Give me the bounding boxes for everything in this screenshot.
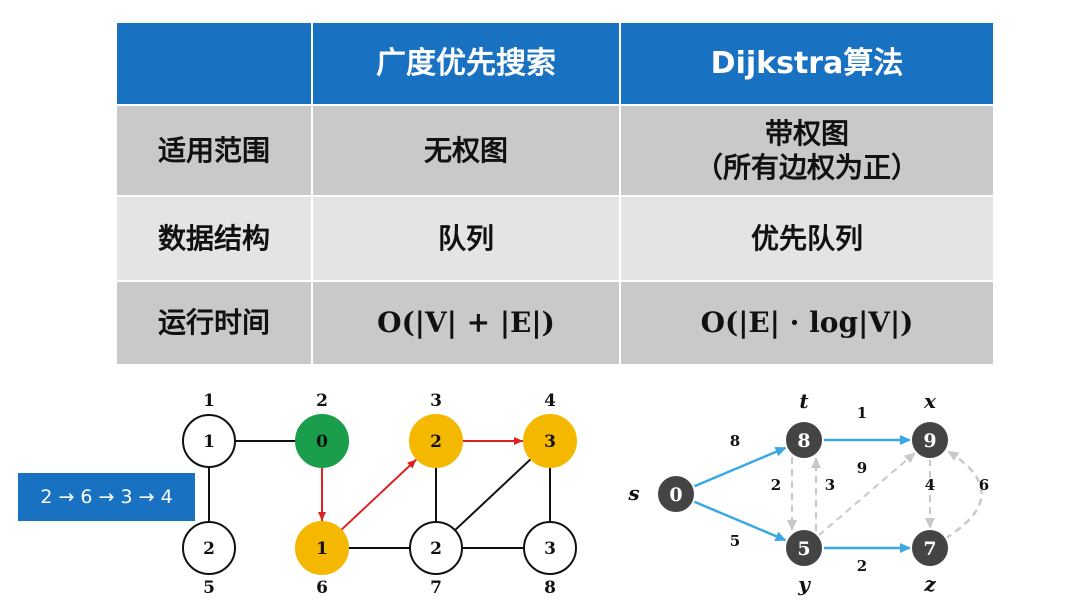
dijkstra-edge-weight-s-y: 5 bbox=[730, 532, 740, 550]
dijkstra-edge-weight-y-t: 3 bbox=[825, 476, 835, 494]
dijkstra-edge-s-t bbox=[693, 446, 787, 488]
dijkstra-node-id-x: x bbox=[923, 389, 937, 413]
header-dijkstra: Dijkstra算法 bbox=[621, 23, 993, 104]
bfs-edge-4-7 bbox=[454, 458, 532, 531]
dijkstra-edge-weight-z-x: 6 bbox=[979, 476, 989, 494]
bfs-node-value-4: 3 bbox=[544, 432, 556, 452]
bfs-node-value-3: 2 bbox=[430, 432, 442, 452]
bfs-node-3 bbox=[409, 414, 463, 468]
dijkstra-node-dist-y: 5 bbox=[797, 538, 810, 560]
dijkstra-edge-weight-y-x: 9 bbox=[857, 459, 867, 477]
bfs-node-id-3: 3 bbox=[430, 391, 442, 411]
dijkstra-node-dist-x: 9 bbox=[923, 430, 936, 452]
dijkstra-edge-s-y bbox=[693, 500, 787, 542]
bfs-node-id-1: 1 bbox=[203, 391, 215, 411]
dijkstra-scope: 带权图 （所有边权为正） bbox=[621, 106, 993, 195]
dijkstra-node-id-s: s bbox=[627, 481, 639, 505]
bfs-node-id-7: 7 bbox=[430, 578, 442, 598]
bfs-node-id-8: 8 bbox=[544, 578, 556, 598]
bfs-node-value-2: 0 bbox=[316, 432, 328, 452]
row-label-scope: 适用范围 bbox=[117, 106, 311, 195]
row-label-runtime: 运行时间 bbox=[117, 282, 311, 364]
bfs-edge-6-3 bbox=[340, 458, 417, 531]
dijkstra-structure: 优先队列 bbox=[621, 197, 993, 280]
dijkstra-edge-y-x bbox=[817, 452, 916, 537]
bfs-node-value-8: 3 bbox=[544, 539, 556, 559]
bfs-runtime: O(|V| + |E|) bbox=[313, 282, 619, 364]
dijkstra-node-t bbox=[784, 420, 824, 460]
dijkstra-node-dist-s: 0 bbox=[669, 484, 682, 506]
header-empty-cell bbox=[117, 23, 311, 104]
dijkstra-node-id-y: y bbox=[797, 572, 811, 596]
dijkstra-node-s bbox=[656, 474, 696, 514]
bfs-node-value-6: 1 bbox=[316, 539, 328, 559]
bfs-scope: 无权图 bbox=[313, 106, 619, 195]
dijkstra-node-id-t: t bbox=[799, 389, 809, 413]
dijkstra-node-dist-t: 8 bbox=[797, 430, 810, 452]
dijkstra-edge-weight-x-z: 4 bbox=[925, 476, 935, 494]
dijkstra-node-id-z: z bbox=[923, 572, 936, 596]
header-bfs: 广度优先搜索 bbox=[313, 23, 619, 104]
bfs-node-id-6: 6 bbox=[316, 578, 328, 598]
dijkstra-node-dist-z: 7 bbox=[923, 538, 936, 560]
bfs-node-6 bbox=[295, 521, 349, 575]
bfs-node-4 bbox=[523, 414, 577, 468]
dijkstra-graph: 8 5 1 2 2 3 9 4 6 0 s 8 t 9 x 5 y 7 z bbox=[627, 389, 989, 596]
bfs-node-id-4: 4 bbox=[544, 391, 556, 411]
dijkstra-edge-z-x bbox=[944, 450, 983, 540]
bfs-node-2 bbox=[295, 414, 349, 468]
bfs-node-value-1: 1 bbox=[203, 432, 215, 452]
bfs-node-value-5: 2 bbox=[203, 539, 215, 559]
dijkstra-edge-weight-t-x: 1 bbox=[857, 404, 867, 422]
dijkstra-edge-weight-t-y: 2 bbox=[771, 476, 781, 494]
bfs-node-id-2: 2 bbox=[316, 391, 328, 411]
bfs-node-5 bbox=[182, 521, 236, 575]
bfs-node-7 bbox=[409, 521, 463, 575]
dijkstra-node-x bbox=[910, 420, 950, 460]
dijkstra-edge-weight-y-z: 2 bbox=[857, 557, 867, 575]
bfs-structure: 队列 bbox=[313, 197, 619, 280]
row-label-structure: 数据结构 bbox=[117, 197, 311, 280]
bfs-node-1 bbox=[182, 414, 236, 468]
dijkstra-edge-weight-s-t: 8 bbox=[730, 432, 740, 450]
bfs-node-value-7: 2 bbox=[430, 539, 442, 559]
bfs-node-8 bbox=[523, 521, 577, 575]
dijkstra-node-y bbox=[784, 528, 824, 568]
bfs-graph: 1 1 0 2 2 3 3 4 2 5 1 6 2 7 3 8 bbox=[182, 391, 577, 598]
dijkstra-runtime: O(|E| · log|V|) bbox=[621, 282, 993, 364]
dijkstra-node-z bbox=[910, 528, 950, 568]
bfs-node-id-5: 5 bbox=[203, 578, 215, 598]
comparison-table: 广度优先搜索 Dijkstra算法 适用范围 无权图 带权图 （所有边权为正） … bbox=[117, 23, 993, 364]
bfs-path-label: 2 → 6 → 3 → 4 bbox=[18, 473, 195, 521]
